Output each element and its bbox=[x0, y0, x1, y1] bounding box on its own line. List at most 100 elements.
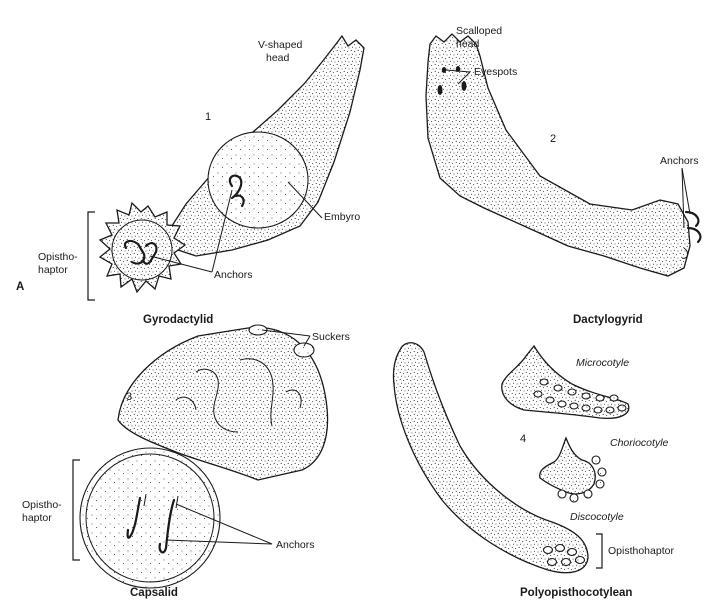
panel-4-number: 4 bbox=[520, 433, 526, 445]
microcotyle-inset bbox=[501, 344, 630, 420]
suckers-leader-2 bbox=[303, 335, 311, 347]
label-opisthohaptor-3-line2: haptor bbox=[22, 512, 52, 524]
label-discocotyle: Discocotyle bbox=[570, 511, 624, 523]
anchors-leader-lower bbox=[149, 255, 213, 273]
label-opisthohaptor-1: Opistho- haptor bbox=[38, 251, 81, 276]
embryo-leader bbox=[287, 181, 323, 219]
eyespots-leader-1 bbox=[445, 69, 471, 73]
label-v-shaped-head-line2: head bbox=[266, 52, 290, 64]
capsalid-body bbox=[117, 326, 329, 481]
clamp-icon bbox=[546, 557, 558, 567]
clamp-icon bbox=[609, 394, 619, 402]
panel-title-polyopisthocotylean: Polyopisthocotylean bbox=[520, 587, 632, 599]
clamp-icon bbox=[539, 378, 549, 386]
clamp-icon bbox=[554, 543, 566, 553]
label-choriocotyle: Choriocotyle bbox=[610, 437, 669, 449]
capsalid-disc-rim bbox=[85, 453, 215, 583]
clamp-icon bbox=[553, 384, 563, 392]
opisthohaptor-bracket-3 bbox=[72, 459, 80, 561]
suckers-leader-1 bbox=[261, 329, 311, 337]
label-scalloped-head-line1: Scalloped bbox=[456, 25, 502, 37]
label-v-shaped-head: V-shaped head bbox=[258, 39, 305, 64]
capsalid-sucker-left bbox=[248, 324, 268, 336]
gyrodactylid-embryo bbox=[207, 131, 309, 229]
label-scalloped-head-line2: head bbox=[456, 38, 480, 50]
clamp-icon bbox=[595, 394, 605, 402]
anchors-leader-3b bbox=[165, 539, 273, 545]
capsalid-gut-line bbox=[195, 368, 239, 433]
capsalid-hooklet bbox=[143, 493, 147, 507]
clamp-icon bbox=[567, 388, 577, 396]
capsalid-gut-line bbox=[239, 358, 274, 427]
label-suckers: Suckers bbox=[312, 331, 350, 343]
panel-2-number: 2 bbox=[550, 133, 556, 145]
opisthohaptor-bracket-1 bbox=[87, 211, 95, 301]
anchors-leader-2b bbox=[681, 167, 685, 229]
capsalid-opisthohaptor-disc bbox=[79, 447, 221, 589]
label-eyespots: Eyespots bbox=[474, 66, 517, 78]
label-opisthohaptor-3: Opistho- haptor bbox=[22, 499, 65, 524]
eyespots-leader-2 bbox=[457, 71, 471, 85]
clamp-icon bbox=[605, 406, 615, 414]
clamp-icon bbox=[557, 489, 567, 499]
label-anchors-3: Anchors bbox=[276, 539, 315, 551]
anchors-leader-upper bbox=[211, 189, 233, 273]
label-anchors-1: Anchors bbox=[214, 269, 253, 281]
embryo-anchor-hook bbox=[228, 174, 243, 200]
clamp-icon bbox=[581, 392, 591, 400]
clamp-icon bbox=[597, 467, 607, 477]
dactylogyrid-hooklet bbox=[681, 247, 689, 259]
haptor-inner-ring bbox=[111, 219, 173, 281]
capsalid-sucker-right bbox=[293, 342, 315, 358]
dactylogyrid-body bbox=[425, 33, 691, 277]
panel-title-gyrodactylid: Gyrodactylid bbox=[143, 314, 213, 326]
panel-1-number: 1 bbox=[205, 111, 211, 123]
clamp-icon bbox=[566, 547, 578, 557]
clamp-icon bbox=[583, 489, 593, 499]
eyespot-icon bbox=[437, 85, 443, 95]
embryo-anchor-hook bbox=[234, 194, 245, 208]
clamp-icon bbox=[533, 390, 543, 398]
label-microcotyle: Microcotyle bbox=[576, 357, 629, 369]
label-anchors-2: Anchors bbox=[660, 155, 699, 167]
eyespot-icon bbox=[441, 67, 447, 73]
label-opisthohaptor-4: Opisthohaptor bbox=[608, 545, 674, 557]
label-embryo: Embyro bbox=[324, 211, 360, 223]
capsalid-anchor-right bbox=[158, 498, 176, 554]
clamp-icon bbox=[574, 555, 586, 565]
dactylogyrid-anchor bbox=[686, 226, 702, 244]
opisthohaptor-bracket-4 bbox=[596, 533, 603, 569]
clamp-icon bbox=[569, 402, 579, 410]
choriocotyle-haptor bbox=[539, 436, 596, 495]
panel-title-dactylogyrid: Dactylogyrid bbox=[573, 314, 643, 326]
label-opisthohaptor-1-line1: Opistho- bbox=[38, 251, 78, 263]
clamp-icon bbox=[542, 545, 554, 555]
label-opisthohaptor-3-line1: Opistho- bbox=[22, 499, 62, 511]
body-clamps bbox=[542, 543, 586, 567]
clamp-icon bbox=[593, 406, 603, 414]
dactylogyrid-anchor bbox=[684, 210, 700, 228]
clamp-icon bbox=[595, 479, 605, 489]
clamp-icon bbox=[617, 404, 627, 412]
panel-capsalid bbox=[79, 324, 329, 589]
clamp-icon bbox=[560, 557, 572, 567]
capsalid-gut-line bbox=[285, 389, 302, 409]
capsalid-anchor-left bbox=[126, 496, 142, 539]
clamp-icon bbox=[545, 396, 555, 404]
choriocotyle-inset bbox=[539, 436, 607, 503]
panel-3-number: 3 bbox=[126, 391, 132, 403]
anchors-leader-3a bbox=[175, 503, 273, 545]
gyrodactylid-opisthohaptor-disc bbox=[98, 201, 187, 294]
panel-polyopisthocotylean bbox=[392, 342, 630, 574]
panel-gyrodactylid bbox=[98, 34, 365, 294]
label-v-shaped-head-line1: V-shaped bbox=[258, 39, 303, 51]
capsalid-gut-line bbox=[175, 396, 197, 411]
clamp-icon bbox=[591, 455, 601, 465]
clamp-icon bbox=[557, 400, 567, 408]
figure-letter: A bbox=[16, 281, 24, 293]
capsalid-hooklet bbox=[175, 495, 179, 509]
microcotyle-clamps bbox=[533, 378, 627, 414]
anchors-leader-2a bbox=[681, 167, 691, 215]
panel-title-capsalid: Capsalid bbox=[130, 587, 178, 599]
